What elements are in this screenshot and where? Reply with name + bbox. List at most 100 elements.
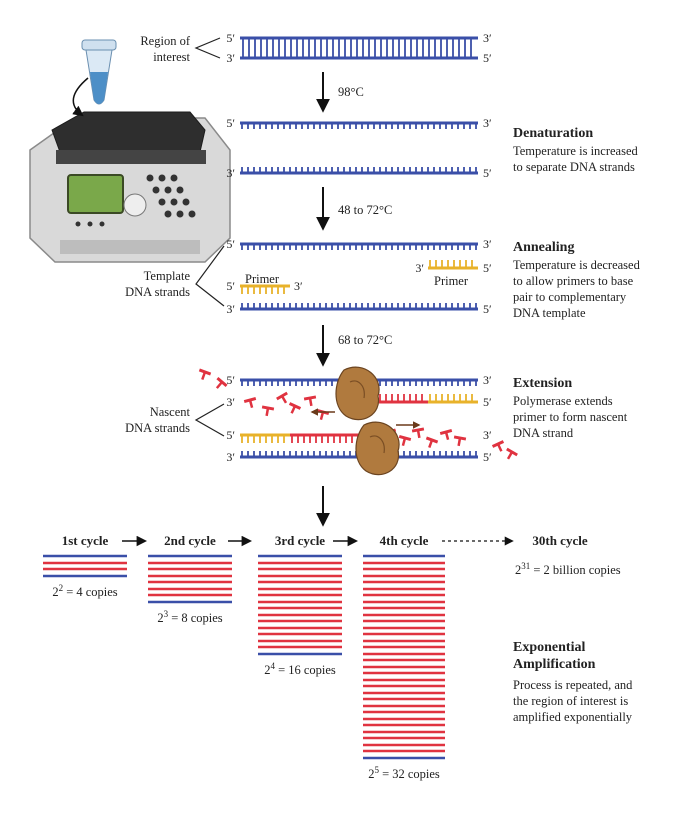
ext-top-right-end: 3′: [483, 373, 492, 387]
free-nucleotide: [243, 396, 257, 409]
anneal-primer-left-5: 5′: [226, 279, 235, 293]
denatured-bottom-strand: [240, 167, 478, 175]
annealing-desc-1: to allow primers to base: [513, 274, 634, 288]
template-bracket: [195, 245, 225, 307]
primer-label-right: Primer: [434, 274, 469, 288]
ext-mid1-left-end: 3′: [226, 395, 235, 409]
anneal-top-left-end: 5′: [226, 237, 235, 251]
denat-top-left-end: 5′: [226, 116, 235, 130]
cycle-label-0: 1st cycle: [62, 533, 109, 548]
annealing-title: Annealing: [513, 240, 574, 255]
anneal-bottom-right-end: 5′: [483, 302, 492, 316]
anneal-primer-right-5: 5′: [483, 261, 492, 275]
ext-bottom-left-end: 3′: [226, 450, 235, 464]
region-bottom-left-end: 3′: [226, 51, 235, 65]
denat-bottom-right-end: 5′: [483, 166, 492, 180]
denat-top-right-end: 3′: [483, 116, 492, 130]
cycle-copies-1: 23 = 8 copies: [157, 609, 222, 625]
free-nucleotide: [506, 447, 518, 460]
ext-mid1-right-end: 5′: [483, 395, 492, 409]
region-label-1: Region of: [140, 34, 190, 48]
free-nucleotide: [276, 391, 288, 404]
denaturation-title: Denaturation: [513, 126, 593, 141]
primer-label-left: Primer: [245, 272, 280, 286]
ext-top-primer: [428, 394, 478, 404]
region-bracket: [194, 37, 221, 59]
cycle-products-2: [258, 554, 342, 656]
free-nucleotide: [411, 427, 425, 439]
amplification-title-2: Amplification: [513, 657, 596, 672]
anneal-bottom-left-end: 3′: [226, 302, 235, 316]
denaturation-desc-0: Temperature is increased: [513, 144, 639, 158]
step3-temp: 68 to 72°C: [338, 333, 392, 347]
cycle-label-3: 4th cycle: [380, 533, 429, 548]
region-top-right-end: 3′: [483, 31, 492, 45]
tube-icon: [81, 39, 117, 105]
extension-desc-2: DNA strand: [513, 426, 574, 440]
denaturation-desc-1: to separate DNA strands: [513, 160, 635, 174]
ext-bottom-right-end: 5′: [483, 450, 492, 464]
free-nucleotide: [453, 435, 467, 447]
step1-temp: 98°C: [338, 85, 364, 99]
cycle-products-0: [43, 554, 127, 578]
amplification-title-1: Exponential: [513, 640, 585, 655]
screen-icon: [67, 174, 124, 214]
amplification-desc-2: amplified exponentially: [513, 710, 633, 724]
anneal-primer-left-3: 3′: [294, 279, 303, 293]
polymerase-top-icon: [335, 366, 380, 421]
anneal-top-right-end: 3′: [483, 237, 492, 251]
anneal-primer-left: [240, 284, 290, 294]
extension-desc-1: primer to form nascent: [513, 410, 628, 424]
cycle-copies-2: 24 = 16 copies: [264, 661, 336, 677]
free-nucleotide: [425, 436, 439, 448]
extension-title: Extension: [513, 376, 572, 391]
ext-mid2-left-end: 5′: [226, 428, 235, 442]
ext-mid2-right-end: 3′: [483, 428, 492, 442]
step2-temp: 48 to 72°C: [338, 203, 392, 217]
region-top-left-end: 5′: [226, 31, 235, 45]
cycle-copies-0: 22 = 4 copies: [52, 583, 117, 599]
free-nucleotide: [288, 402, 302, 414]
template-label-1: Template: [144, 269, 191, 283]
annealing-desc-2: pair to complementary: [513, 290, 627, 304]
annealing-desc-3: DNA template: [513, 306, 586, 320]
free-nucleotide: [439, 428, 453, 441]
free-nucleotide: [215, 376, 228, 389]
free-nucleotide: [398, 434, 412, 447]
amplification-desc-1: the region of interest is: [513, 694, 628, 708]
cycle-copies-3: 25 = 32 copies: [368, 765, 440, 781]
denatured-top-strand: [240, 121, 478, 129]
annealing-desc-0: Temperature is decreased: [513, 258, 641, 272]
cycle-products-3: [363, 554, 445, 760]
nascent-bracket: [194, 403, 225, 437]
region-label-2: interest: [153, 50, 190, 64]
free-nucleotide: [261, 405, 275, 417]
anneal-primer-right: [428, 260, 478, 270]
cycle-label-1: 2nd cycle: [164, 533, 216, 548]
denat-bottom-left-end: 3′: [226, 166, 235, 180]
final-cycle-copies: 231 = 2 billion copies: [515, 561, 621, 577]
anneal-bottom-strand: [240, 303, 478, 311]
ext-top-left-end: 5′: [226, 373, 235, 387]
cycle-products-1: [148, 554, 232, 604]
load-arrow: [72, 77, 89, 117]
anneal-top-strand: [240, 242, 478, 250]
region-dna: [240, 36, 478, 60]
nascent-label-1: Nascent: [150, 405, 191, 419]
template-label-2: DNA strands: [125, 285, 190, 299]
final-cycle-label: 30th cycle: [532, 533, 587, 548]
extension-desc-0: Polymerase extends: [513, 394, 613, 408]
ext-bottom-primer: [240, 433, 290, 443]
free-nucleotide: [491, 440, 505, 452]
polymerase-bottom-icon: [355, 421, 400, 476]
nascent-label-2: DNA strands: [125, 421, 190, 435]
amplification-desc-0: Process is repeated, and: [513, 678, 633, 692]
free-nucleotide: [303, 395, 317, 407]
region-bottom-right-end: 5′: [483, 51, 492, 65]
thermocycler-icon: [29, 111, 231, 263]
anneal-primer-right-3: 3′: [415, 261, 424, 275]
free-nucleotide: [198, 368, 212, 380]
cycle-label-2: 3rd cycle: [275, 533, 325, 548]
